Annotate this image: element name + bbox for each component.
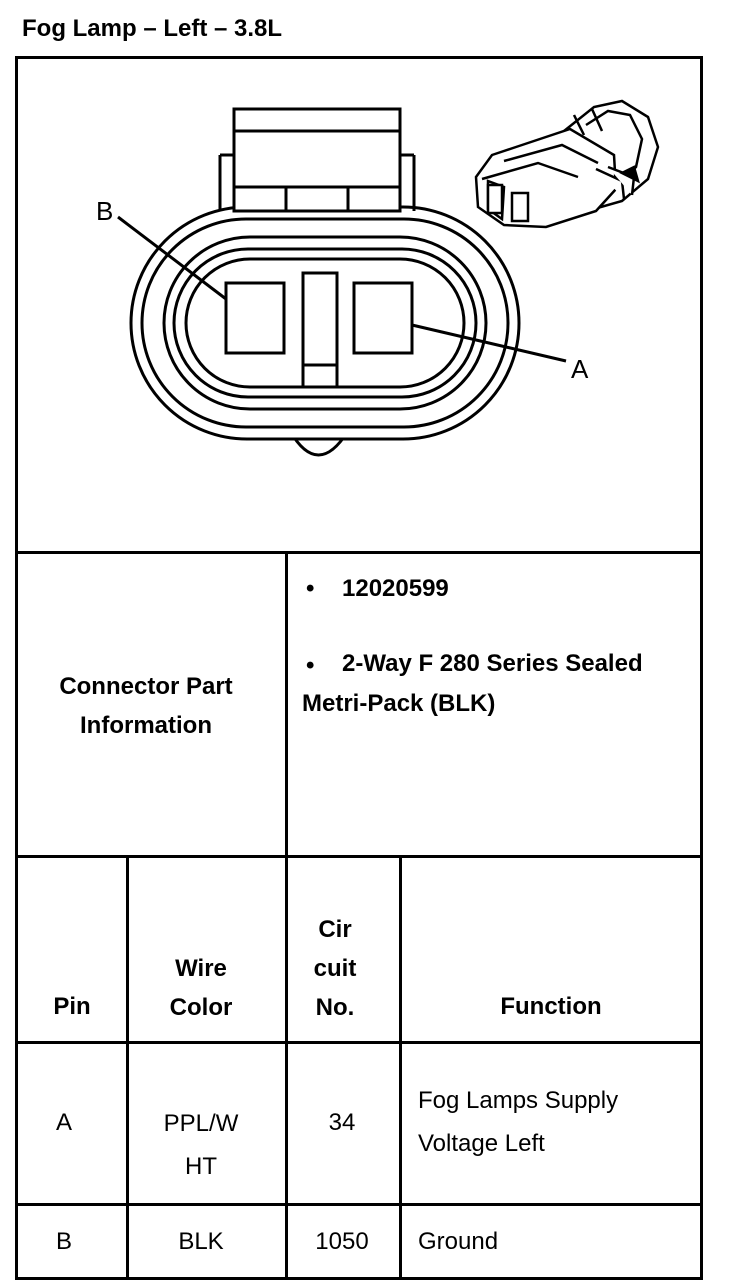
table-row-a-function: Fog Lamps Supply Voltage Left: [418, 1087, 619, 1157]
connector-part-info-label: Connector Part Information: [59, 673, 233, 739]
bullet: •: [306, 652, 315, 679]
divider: [18, 551, 700, 554]
pin-b-callout: B: [96, 196, 114, 226]
table-row-b-pin: B: [55, 1228, 72, 1255]
divider: [399, 855, 402, 1277]
connector-description: 2-Way F 280 Series Sealed Metri-Pack (BL…: [302, 650, 643, 717]
top-latch: [232, 107, 402, 213]
table-row-a-pin: A: [55, 1109, 72, 1136]
table-row-a-circuit: 34: [328, 1109, 356, 1136]
leader-line-b: [117, 215, 227, 301]
pin-header: Pin: [53, 993, 91, 1020]
part-number: 12020599: [342, 575, 449, 602]
connector-perspective-illustration: [474, 99, 660, 229]
table-row-a-wire-color: PPL/W HT: [163, 1110, 239, 1180]
connector-shell-ring-2: [140, 217, 510, 429]
table-row-b-circuit: 1050: [315, 1228, 369, 1255]
divider: [18, 1203, 700, 1206]
connector-table: B A Connector Part Information • 1202059…: [15, 56, 703, 1280]
function-header: Function: [500, 993, 602, 1020]
leader-line-a: [411, 323, 567, 363]
connector-shell-ring-3: [162, 235, 488, 411]
divider: [18, 855, 700, 858]
page-title: Fog Lamp – Left – 3.8L: [22, 15, 283, 42]
divider: [126, 855, 129, 1277]
circuit-header: Cir cuit No.: [313, 916, 357, 1021]
divider: [285, 551, 288, 1277]
cavity-b: [224, 281, 286, 355]
cavity-a: [352, 281, 414, 355]
table-row-b-wire-color: BLK: [178, 1228, 224, 1255]
center-key: [301, 271, 339, 389]
divider: [18, 1041, 700, 1044]
bullet: •: [306, 575, 315, 602]
connector-diagram: [117, 99, 660, 457]
wire-color-header: Wire Color: [169, 955, 233, 1021]
table-row-b-function: Ground: [418, 1228, 499, 1255]
pin-a-callout: A: [571, 354, 589, 384]
connector-shell-ring-4: [172, 247, 478, 399]
